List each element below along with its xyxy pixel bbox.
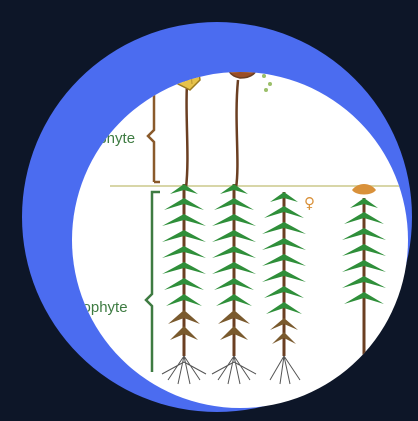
gametophyte-bracket: [146, 192, 160, 372]
moss-illustration: ♀: [72, 72, 408, 408]
capsule-2: [228, 72, 277, 92]
leafy-shoot-2: [212, 184, 256, 384]
label-sporophyte: ophyte: [90, 130, 135, 147]
sporophyte-bracket: [148, 72, 154, 182]
capsule-1: [176, 72, 200, 90]
seta-2: [236, 80, 238, 188]
female-symbol: ♀: [304, 194, 315, 212]
illustration-disc: ♀ ophyte etophyte: [72, 72, 408, 408]
label-gametophyte: etophyte: [72, 299, 128, 316]
leafy-shoot-3: [262, 192, 306, 384]
leafy-shoot-4: [342, 184, 386, 358]
leafy-shoot-1: [162, 184, 206, 384]
